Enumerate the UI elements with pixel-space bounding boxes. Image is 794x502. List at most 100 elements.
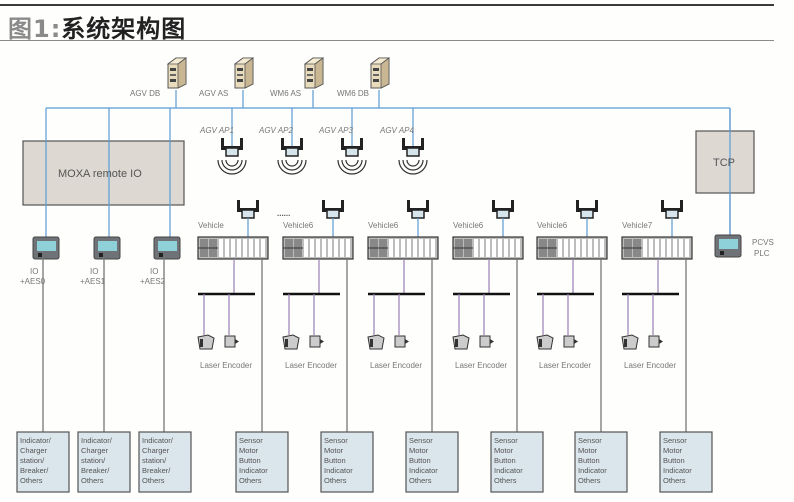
plc-icon [93,236,121,260]
pcvs-label-line1: PCVS [752,238,774,247]
io-box-line: Indicator [324,466,353,475]
laser-scanner-icon [367,334,385,350]
tcp-block[interactable]: TCP [695,108,755,238]
server-label: AGV AS [199,89,228,98]
io-box-line: Indicator/ [20,436,52,445]
io-box-line: Sensor [239,436,263,445]
access-point-1[interactable]: AGV AP1 [199,108,247,175]
encoder-icon [563,335,579,348]
io-box-line: Breaker/ [142,466,171,475]
access-point-3[interactable]: AGV AP3 [318,108,367,175]
io-box-line: Indicator/ [81,436,113,445]
io-box-line: station/ [81,456,106,465]
pcvs-plc[interactable]: PCVS PLC [714,234,774,258]
io-module-aes0[interactable]: IO +AES0 [20,236,60,432]
io-module-aes2[interactable]: IO +AES2 [140,236,181,432]
server-icon [304,57,324,89]
server-label: WM6 AS [270,89,301,98]
moxa-remote-io[interactable]: MOXA remote IO [22,108,185,240]
server-icon [370,57,390,89]
io-signal-box [405,431,459,493]
io-box-line: Others [663,476,686,485]
io-box-line: Motor [409,446,429,455]
io-signal-box [235,431,289,493]
io-signal-box [320,431,374,493]
io-signal-box [659,431,713,493]
vehicle-label: Vehicle6 [453,221,484,230]
figure-title-text: 系统架构图 [61,15,187,43]
wireless-signal-icon [398,159,428,175]
io-box-line: Button [494,456,516,465]
io-box-line: Others [494,476,517,485]
io-box-line: Button [578,456,600,465]
io-box-line: Indicator [409,466,438,475]
io-box-line: Button [239,456,261,465]
wireless-signal-icon [337,159,367,175]
wireless-signal-icon [217,159,247,175]
io-box-line: Sensor [494,436,518,445]
io-box-line: Motor [494,446,514,455]
encoder-icon [309,335,325,348]
io-label-line2: +AES0 [20,277,46,286]
vehicle-label: Vehicle7 [622,221,653,230]
header-top-rule [0,4,774,6]
io-label-line2: +AES2 [140,277,166,286]
access-point-2[interactable]: AGV AP2 [258,108,307,175]
io-box-line: Motor [239,446,259,455]
encoder-icon [224,335,240,348]
io-box-line: Charger [20,446,48,455]
encoder-icon [479,335,495,348]
wireless-signal-icon [277,159,307,175]
device-label: Laser Encoder [624,361,676,370]
laser-scanner-icon [197,334,215,350]
server-icon [167,57,187,89]
io-module-aes1[interactable]: IO +AES1 [80,236,121,432]
device-label: Laser Encoder [455,361,507,370]
io-box-line: Button [663,456,685,465]
io-signal-box [574,431,628,493]
io-box-line: Indicator [578,466,607,475]
io-box-2: Indicator/ Charger station/ Breaker/ Oth… [138,431,192,493]
access-point-4[interactable]: AGV AP4 [379,108,428,175]
server-agv-as[interactable]: AGV AS [199,57,254,108]
io-box-line: Others [20,476,43,485]
device-label: Laser Encoder [200,361,252,370]
server-agv-db[interactable]: AGV DB [130,57,187,108]
io-box-line: Sensor [324,436,348,445]
io-box-line: Others [409,476,432,485]
ellipsis: ...... [277,209,290,218]
io-box-line: Breaker/ [81,466,110,475]
io-box-line: Others [324,476,347,485]
plc-rack-icon [536,236,608,260]
device-label: Laser Encoder [285,361,337,370]
figure-label: 图1: [8,15,62,43]
laser-scanner-icon [282,334,300,350]
io-box-line: Charger [142,446,170,455]
device-label: Laser Encoder [370,361,422,370]
plc-icon [153,236,181,260]
io-box-line: Indicator [239,466,268,475]
io-box-line: Motor [663,446,683,455]
io-box-line: Others [578,476,601,485]
laser-scanner-icon [536,334,554,350]
io-signal-box [490,431,544,493]
encoder-icon [648,335,664,348]
io-box-line: Indicator [663,466,692,475]
io-box-line: Charger [81,446,109,455]
wireless-ap-icon [491,199,515,219]
server-label: WM6 DB [337,89,369,98]
server-wm6-db[interactable]: WM6 DB [337,57,390,108]
plc-rack-icon [197,236,269,260]
server-wm6-as[interactable]: WM6 AS [270,57,324,108]
io-box-line: Button [409,456,431,465]
io-box-line: Sensor [663,436,687,445]
wireless-ap-icon [236,199,260,219]
